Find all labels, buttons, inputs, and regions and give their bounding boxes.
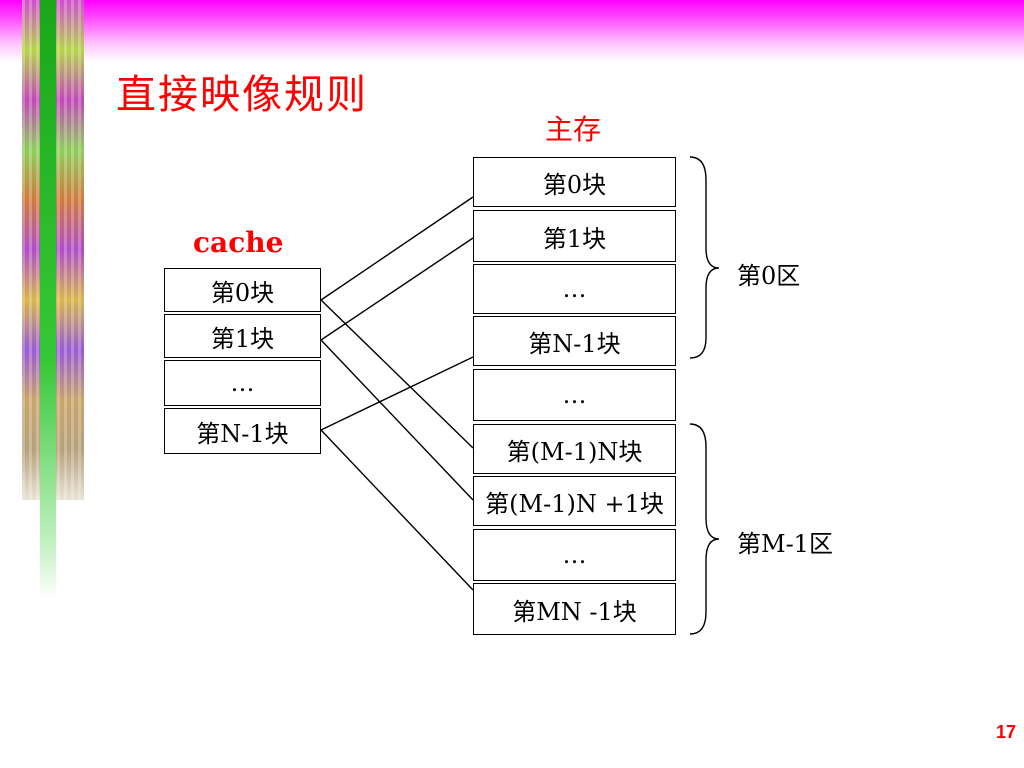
memory-block-ellipsis-2: … (473, 369, 676, 421)
page-number: 17 (995, 722, 1016, 742)
memory-block-ellipsis-3: … (473, 529, 676, 581)
cache-block-0: 第0块 (164, 268, 321, 312)
top-gradient-band (0, 0, 1024, 62)
map-line-c1-m6 (320, 339, 474, 501)
memory-block-m-1-n-plus-1: 第(M-1)N +1块 (473, 476, 676, 526)
memory-block-n-1: 第N-1块 (473, 316, 676, 366)
zone-0-label: 第0区 (737, 262, 801, 290)
map-line-c1-m1 (320, 237, 474, 341)
memory-block-0: 第0块 (473, 157, 676, 207)
decorative-green-bar (40, 0, 56, 600)
memory-block-m-1-n: 第(M-1)N块 (473, 424, 676, 474)
cache-block-ellipsis: … (164, 360, 321, 406)
main-memory-label: 主存 (545, 113, 602, 146)
cache-block-1: 第1块 (164, 314, 321, 358)
cache-block-last: 第N-1块 (164, 408, 321, 454)
map-line-c0-m0 (320, 196, 474, 301)
brace-zone-0 (689, 156, 720, 359)
memory-block-ellipsis-1: … (473, 264, 676, 314)
map-line-c0-m5 (320, 299, 474, 449)
brace-zone-last (689, 423, 720, 635)
map-line-c3-m8 (320, 429, 474, 591)
cache-label: cache (193, 226, 284, 259)
map-line-c3-m3 (320, 356, 474, 431)
slide-title: 直接映像规则 (116, 72, 368, 118)
memory-block-mn-1: 第MN -1块 (473, 583, 676, 635)
zone-last-label: 第M-1区 (737, 530, 833, 558)
memory-block-1: 第1块 (473, 210, 676, 262)
